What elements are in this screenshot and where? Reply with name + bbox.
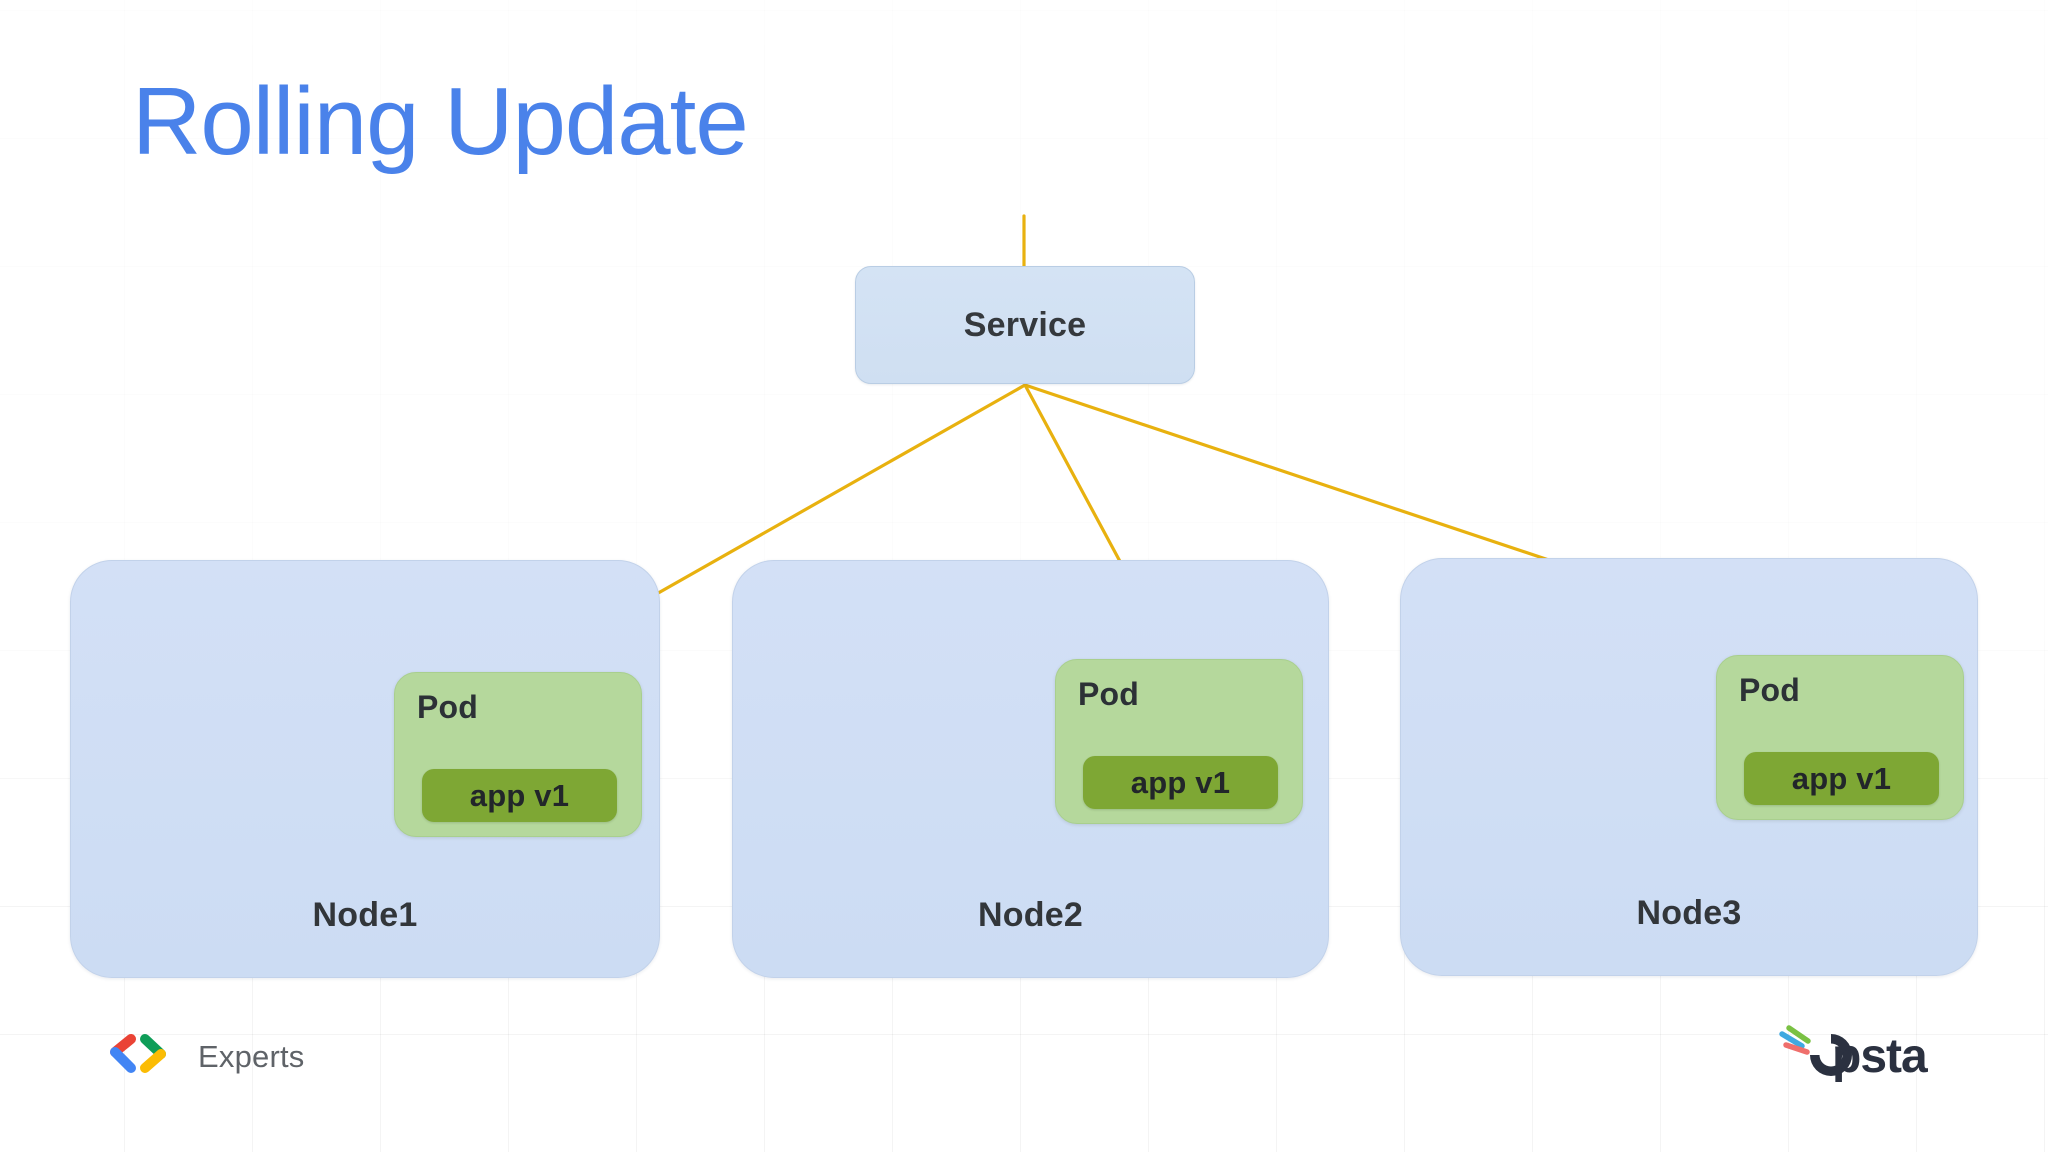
opsta-swoosh-icon: psta: [1779, 1025, 1929, 1083]
service-box[interactable]: Service: [855, 266, 1195, 384]
app-container-label-2: app v1: [1130, 764, 1231, 800]
pod-box-3[interactable]: Pod app v1: [1716, 655, 1964, 820]
gde-logo: Experts: [100, 1032, 305, 1082]
pod-label-1: Pod: [417, 689, 479, 725]
opsta-logo: psta: [1776, 1022, 1976, 1088]
node-label-3: Node3: [1636, 894, 1742, 932]
app-container-label-3: app v1: [1791, 760, 1892, 796]
app-container-3[interactable]: app v1: [1744, 752, 1939, 805]
pod-box-2[interactable]: Pod app v1: [1055, 659, 1303, 824]
app-container-2[interactable]: app v1: [1083, 756, 1278, 809]
pod-label-2: Pod: [1078, 676, 1140, 712]
node-label-1: Node1: [312, 896, 418, 934]
node-box-3[interactable]: Pod app v1 Node3: [1400, 558, 1978, 976]
svg-text:psta: psta: [1832, 1030, 1928, 1083]
node-label-2: Node2: [978, 896, 1083, 934]
code-chevrons-icon: [110, 1034, 166, 1073]
node-box-2[interactable]: Pod app v1 Node2: [732, 560, 1329, 978]
service-label: Service: [963, 305, 1087, 344]
app-container-label-1: app v1: [469, 777, 570, 813]
pod-label-3: Pod: [1739, 672, 1801, 708]
app-container-1[interactable]: app v1: [422, 769, 617, 822]
pod-box-1[interactable]: Pod app v1: [394, 672, 642, 837]
gde-label: Experts: [198, 1039, 305, 1074]
node-box-1[interactable]: Pod app v1 Node1: [70, 560, 660, 978]
page-title: Rolling Update: [132, 68, 749, 175]
